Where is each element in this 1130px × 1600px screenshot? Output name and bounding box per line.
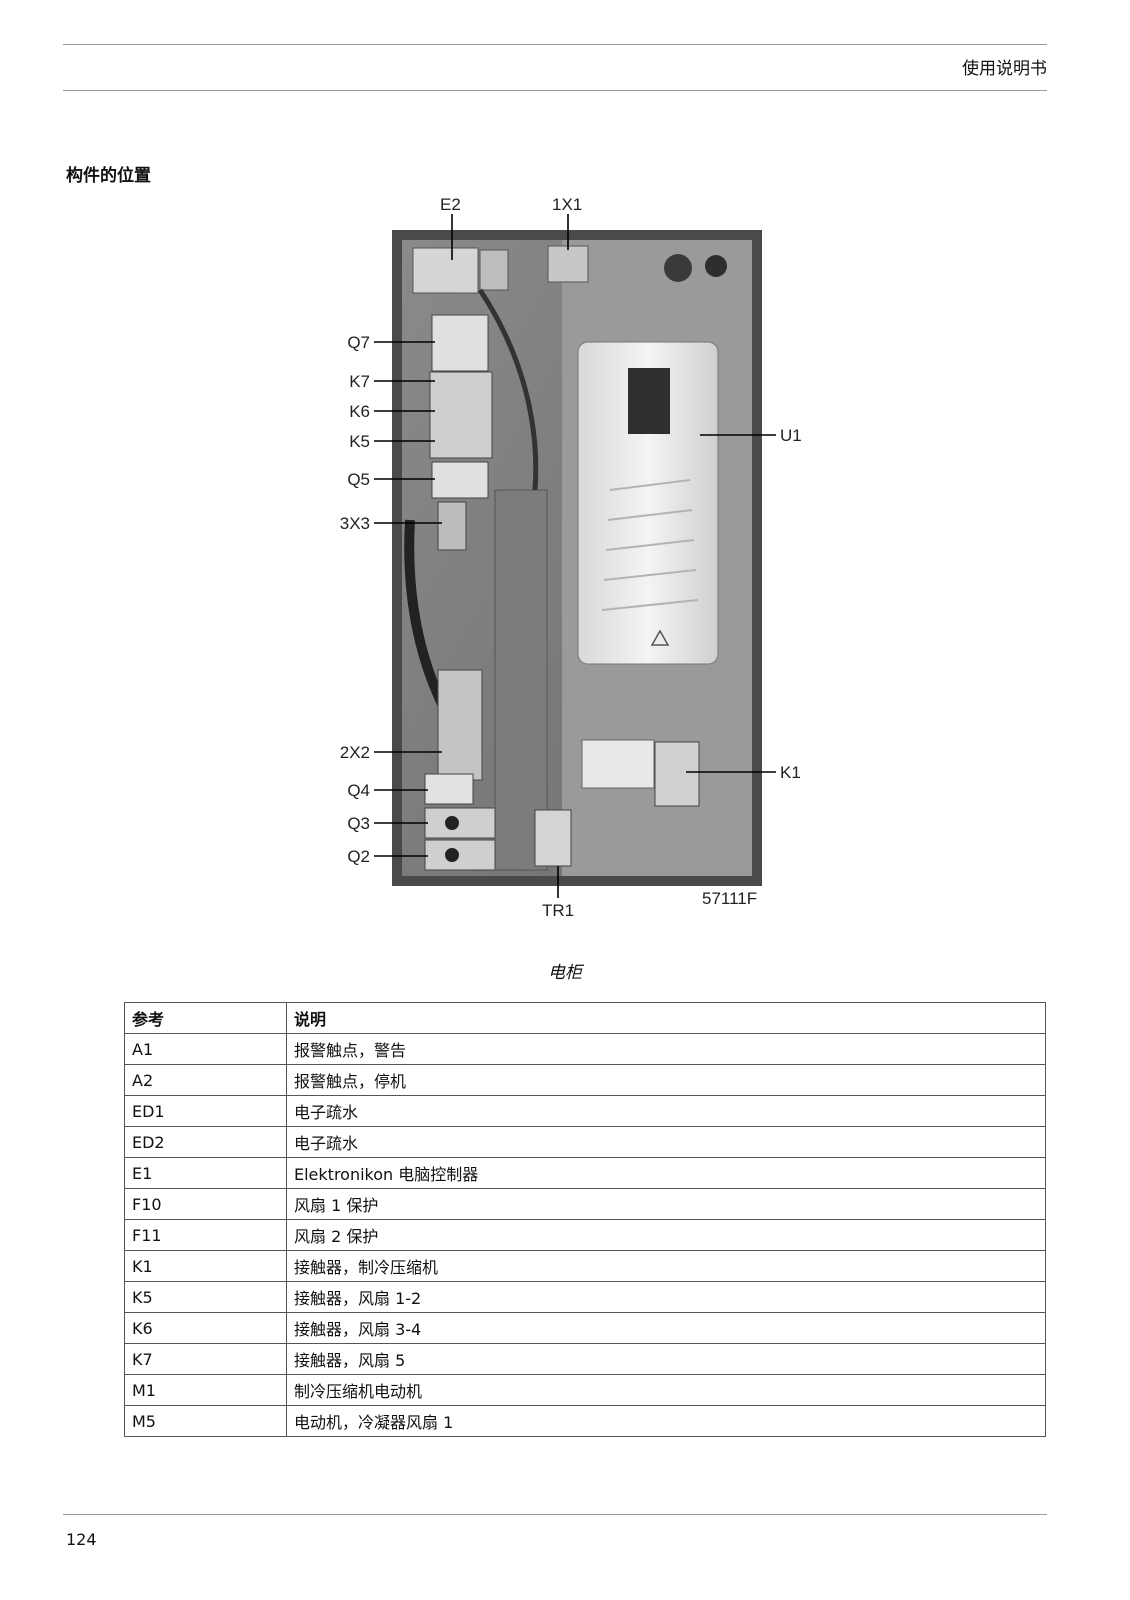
cell-reference: K6 — [124, 1312, 287, 1344]
label-plate — [581, 739, 655, 789]
figure-caption: 电柜 — [548, 963, 582, 983]
terminal-3x3 — [437, 501, 467, 551]
callout-3x3: 3X3 — [340, 514, 370, 533]
cable-gland-1 — [664, 254, 692, 282]
cell-description: 电子疏水 — [286, 1126, 1046, 1158]
contactor-k1 — [654, 741, 700, 807]
cell-reference: ED2 — [124, 1126, 287, 1158]
breaker-q4 — [424, 773, 474, 805]
cable-bundle-2 — [477, 288, 539, 491]
column-header-reference: 参考 — [124, 1002, 287, 1034]
cell-description: 接触器，风扇 5 — [286, 1343, 1046, 1375]
header-title: 使用说明书 — [962, 59, 1047, 79]
footer-rule — [63, 1514, 1047, 1515]
contactor-strip — [429, 371, 493, 459]
section-title: 构件的位置 — [66, 166, 151, 186]
cable-gland-2 — [705, 255, 727, 277]
drive-ridges — [601, 479, 699, 611]
knob-q3 — [445, 816, 459, 830]
cell-description: 接触器，制冷压缩机 — [286, 1250, 1046, 1282]
cell-reference: A2 — [124, 1064, 287, 1096]
callout-k1: K1 — [780, 763, 801, 782]
leader-lines — [374, 214, 776, 898]
callout-e2: E2 — [440, 195, 461, 214]
callout-k7: K7 — [349, 372, 370, 391]
cell-description: 接触器，风扇 1-2 — [286, 1281, 1046, 1313]
transformer-tr1 — [534, 809, 572, 867]
cell-description: 电动机，冷凝器风扇 1 — [286, 1405, 1046, 1437]
cell-reference: K7 — [124, 1343, 287, 1375]
cable-duct — [494, 489, 548, 871]
callout-1x1: 1X1 — [552, 195, 582, 214]
breaker-q2 — [424, 839, 496, 871]
drive-keypad-window — [628, 368, 670, 434]
breaker-q3 — [424, 807, 496, 839]
header-top-rule — [63, 44, 1047, 45]
cell-description: 制冷压缩机电动机 — [286, 1374, 1046, 1406]
cell-reference: A1 — [124, 1033, 287, 1065]
cell-description: 报警触点，警告 — [286, 1033, 1046, 1065]
cell-reference: F11 — [124, 1219, 287, 1251]
cell-reference: M1 — [124, 1374, 287, 1406]
column-header-description: 说明 — [286, 1002, 1046, 1034]
cell-description: 电子疏水 — [286, 1095, 1046, 1127]
table-header-row: 参考 说明 — [124, 1002, 1046, 1034]
header-bottom-rule — [63, 90, 1047, 91]
callout-k5: K5 — [349, 432, 370, 451]
drive-u1 — [577, 341, 719, 665]
cell-description: 接触器，风扇 3-4 — [286, 1312, 1046, 1344]
callout-q5: Q5 — [347, 470, 370, 489]
callout-2x2: 2X2 — [340, 743, 370, 762]
breaker-q7 — [431, 314, 489, 372]
page-number: 124 — [66, 1530, 97, 1549]
cell-description: 风扇 2 保护 — [286, 1219, 1046, 1251]
cell-description: 报警触点，停机 — [286, 1064, 1046, 1096]
cell-description: 风扇 1 保护 — [286, 1188, 1046, 1220]
breaker-q5 — [431, 461, 489, 499]
cabinet-photo: E2 1X1 Q7 K7 K6 K5 Q5 3X3 U1 2X2 Q4 Q3 Q… — [340, 195, 802, 920]
cell-reference: E1 — [124, 1157, 287, 1189]
callout-q2: Q2 — [347, 847, 370, 866]
e2-module-side — [479, 249, 509, 291]
callout-u1: U1 — [780, 426, 802, 445]
cell-reference: ED1 — [124, 1095, 287, 1127]
cell-description: Elektronikon 电脑控制器 — [286, 1157, 1046, 1189]
cell-reference: F10 — [124, 1188, 287, 1220]
cell-reference: K5 — [124, 1281, 287, 1313]
e2-module — [412, 247, 479, 294]
cell-reference: K1 — [124, 1250, 287, 1282]
callout-k6: K6 — [349, 402, 370, 421]
electrical-cabinet-figure: E2 1X1 Q7 K7 K6 K5 Q5 3X3 U1 2X2 Q4 Q3 Q… — [330, 190, 830, 950]
warning-triangle-icon — [650, 629, 670, 646]
terminal-2x2 — [437, 669, 483, 781]
knob-q2 — [445, 848, 459, 862]
callout-tr1: TR1 — [542, 901, 574, 920]
callout-q4: Q4 — [347, 781, 370, 800]
figure-id: 57111F — [702, 889, 757, 908]
cell-reference: M5 — [124, 1405, 287, 1437]
terminal-1x1 — [547, 245, 589, 283]
callout-q7: Q7 — [347, 333, 370, 352]
callout-q3: Q3 — [347, 814, 370, 833]
